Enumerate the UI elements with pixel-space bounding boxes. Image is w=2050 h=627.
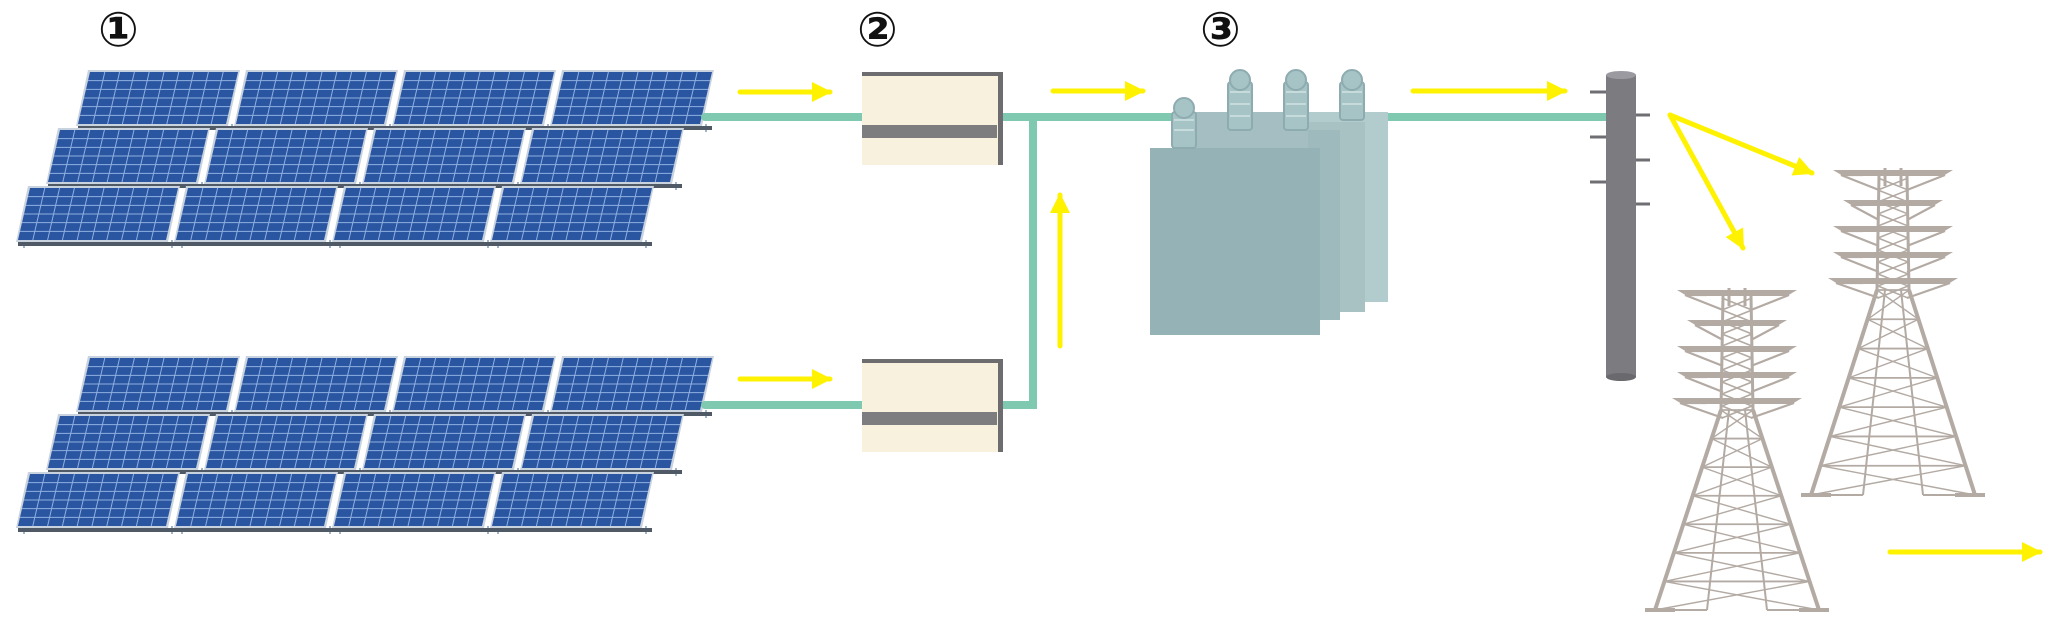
solar-panel: [332, 186, 496, 248]
transformer: [1150, 69, 1388, 335]
transmission-tower-front: [1645, 288, 1829, 612]
solar-panel: [392, 70, 556, 132]
arrow-pole-to-tower-front: [1667, 112, 1746, 251]
solar-panel: [204, 128, 368, 190]
solar-panel: [76, 70, 240, 132]
inverter-top: [862, 72, 1003, 165]
solar-panel: [490, 186, 654, 248]
solar-panel: [550, 356, 714, 418]
step-3-label: ③: [1200, 2, 1241, 58]
step-1-label: ①: [98, 2, 139, 58]
solar-panel: [234, 70, 398, 132]
arrow-pole-to-tower-back: [1667, 112, 1815, 176]
wiring: [701, 113, 1610, 409]
flow-arrows: [737, 81, 2043, 562]
solar-panel: [550, 70, 714, 132]
inverter-bottom: [862, 359, 1003, 452]
transmission-tower-back: [1801, 168, 1985, 497]
utility-pole: [1590, 71, 1650, 381]
solar-panel: [234, 356, 398, 418]
solar-panel: [490, 472, 654, 534]
solar-array-bottom: [16, 356, 714, 534]
step-2-label: ②: [857, 2, 898, 58]
solar-panel: [16, 472, 180, 534]
solar-panel: [46, 414, 210, 476]
solar-panel: [46, 128, 210, 190]
solar-panel: [520, 414, 684, 476]
solar-panel: [174, 186, 338, 248]
solar-panel: [204, 414, 368, 476]
solar-panel: [520, 128, 684, 190]
solar-panel: [174, 472, 338, 534]
wire-inverters-to-transformer: [998, 113, 1179, 409]
solar-panel: [332, 472, 496, 534]
solar-panel: [76, 356, 240, 418]
solar-panel: [362, 128, 526, 190]
solar-panel: [16, 186, 180, 248]
solar-panel: [392, 356, 556, 418]
solar-panel: [362, 414, 526, 476]
solar-array-top: [16, 70, 714, 248]
